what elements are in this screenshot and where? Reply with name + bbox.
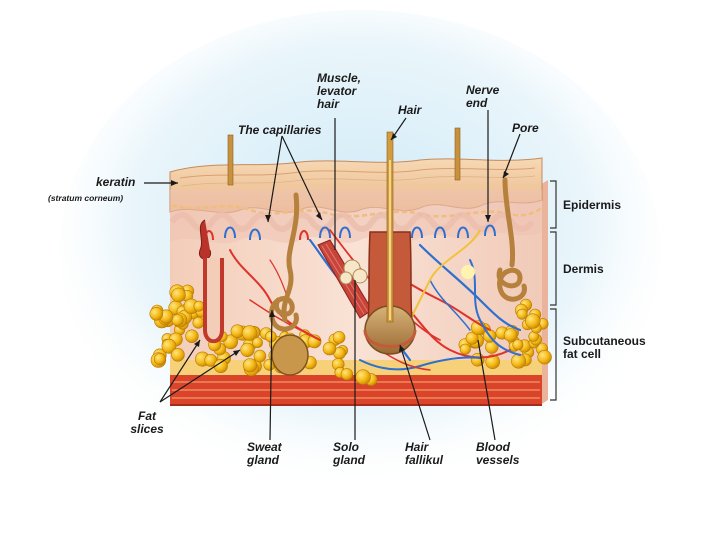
- layer-brackets: [550, 180, 557, 401]
- label-dermis: Dermis: [563, 262, 604, 276]
- fat-cell: [340, 368, 354, 381]
- pore-gland: [496, 177, 527, 302]
- fat-cell: [265, 330, 277, 343]
- label-stratum-corneum: (stratum corneum): [48, 193, 124, 203]
- fat-cell: [332, 331, 346, 344]
- fat-cell: [193, 300, 205, 312]
- fat-cell: [355, 369, 371, 385]
- label-fat-line2: slices: [130, 422, 164, 436]
- leader-arrowheads: [171, 133, 509, 356]
- fat-cell: [485, 354, 501, 370]
- fat-cell: [185, 329, 199, 343]
- fat-cell: [230, 324, 245, 339]
- fat-cell: [213, 358, 228, 373]
- label-muscle-line2: levator: [317, 84, 357, 98]
- fat-cell: [525, 313, 541, 329]
- fat-cell: [241, 325, 258, 341]
- surface-texture: [179, 167, 536, 179]
- fat-cell: [153, 353, 166, 365]
- fat-cell: [192, 316, 205, 329]
- surface-texture: [181, 175, 536, 187]
- nerve-end-node: [461, 265, 475, 279]
- label-solo-line2: gland: [333, 453, 365, 467]
- label-hairfollicle-line2: fallikul: [405, 453, 444, 467]
- leader-lines: [144, 110, 521, 441]
- fat-cell: [512, 339, 524, 351]
- label-capillaries: The capillaries: [238, 123, 322, 137]
- label-solo-line1: Solo: [333, 440, 359, 454]
- sweat-gland-sac: [271, 334, 309, 376]
- fat-cell: [516, 308, 528, 320]
- label-nerve-line2: end: [466, 96, 488, 110]
- fat-cell: [252, 337, 263, 348]
- epidermis-front: [170, 190, 542, 244]
- label-hair: Hair: [398, 103, 422, 117]
- label-sweat-line1: Sweat: [247, 440, 282, 454]
- hair-shafts: [227, 127, 461, 323]
- fat-cell: [465, 331, 479, 345]
- sweat-gland-coil: [269, 192, 300, 332]
- label-muscle-line3: hair: [317, 97, 340, 111]
- fat-cell: [171, 287, 186, 303]
- label-nerve-line1: Nerve: [466, 83, 500, 97]
- fat-cell: [322, 341, 337, 356]
- label-fat-line1: Fat: [138, 409, 156, 423]
- label-blood-line2: vessels: [476, 453, 520, 467]
- fat-cell: [240, 342, 255, 358]
- label-hairfollicle-line1: Hair: [405, 440, 429, 454]
- label-keratin: keratin: [96, 175, 136, 189]
- label-pore: Pore: [512, 121, 539, 135]
- fat-cell: [161, 338, 177, 354]
- fat-cell: [537, 350, 552, 365]
- fat-cell: [511, 353, 527, 369]
- fat-cell: [253, 349, 267, 363]
- muscle-stripes: [172, 381, 540, 399]
- label-blood-line1: Blood: [476, 440, 510, 454]
- sebaceous-gland: [339, 259, 368, 285]
- fat-cell: [171, 347, 185, 362]
- fat-cell: [503, 328, 518, 342]
- label-sweat-line2: gland: [247, 453, 279, 467]
- label-subcutaneous-line2: fat cell: [563, 347, 602, 361]
- label-subcutaneous-line1: Subcutaneous: [563, 334, 646, 348]
- fat-cell: [149, 306, 164, 321]
- label-epidermis: Epidermis: [563, 198, 622, 212]
- sweat-gland-left: [198, 219, 224, 344]
- fat-cell: [171, 314, 184, 327]
- fat-cell: [242, 358, 258, 373]
- label-muscle-line1: Muscle,: [317, 71, 362, 85]
- fat-cell: [459, 343, 471, 355]
